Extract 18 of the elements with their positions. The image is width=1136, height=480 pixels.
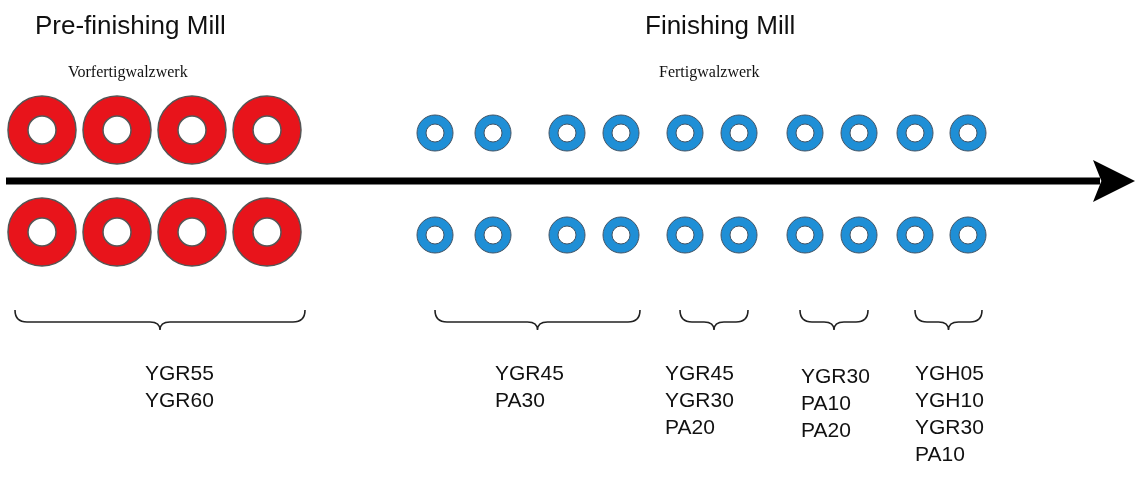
grade-label: YGR30: [801, 365, 870, 386]
grade-label: YGR45: [495, 362, 564, 383]
grade-label: YGR60: [145, 389, 214, 410]
grade-label: YGR30: [665, 389, 734, 410]
grade-label: YGR55: [145, 362, 214, 383]
grade-label: PA10: [801, 392, 851, 413]
mill-subtitle: Vorfertigwalzwerk: [68, 64, 188, 80]
grade-label: PA10: [915, 443, 965, 464]
grade-label: YGR45: [665, 362, 734, 383]
grade-label: PA20: [665, 416, 715, 437]
mill-heading: Pre-finishing Mill: [35, 12, 226, 38]
grade-label: PA30: [495, 389, 545, 410]
grade-label: YGR30: [915, 416, 984, 437]
grade-label: YGH05: [915, 362, 984, 383]
grade-label: PA20: [801, 419, 851, 440]
grade-label: YGH10: [915, 389, 984, 410]
mill-heading: Finishing Mill: [645, 12, 796, 38]
mill-subtitle: Fertigwalzwerk: [659, 64, 760, 80]
